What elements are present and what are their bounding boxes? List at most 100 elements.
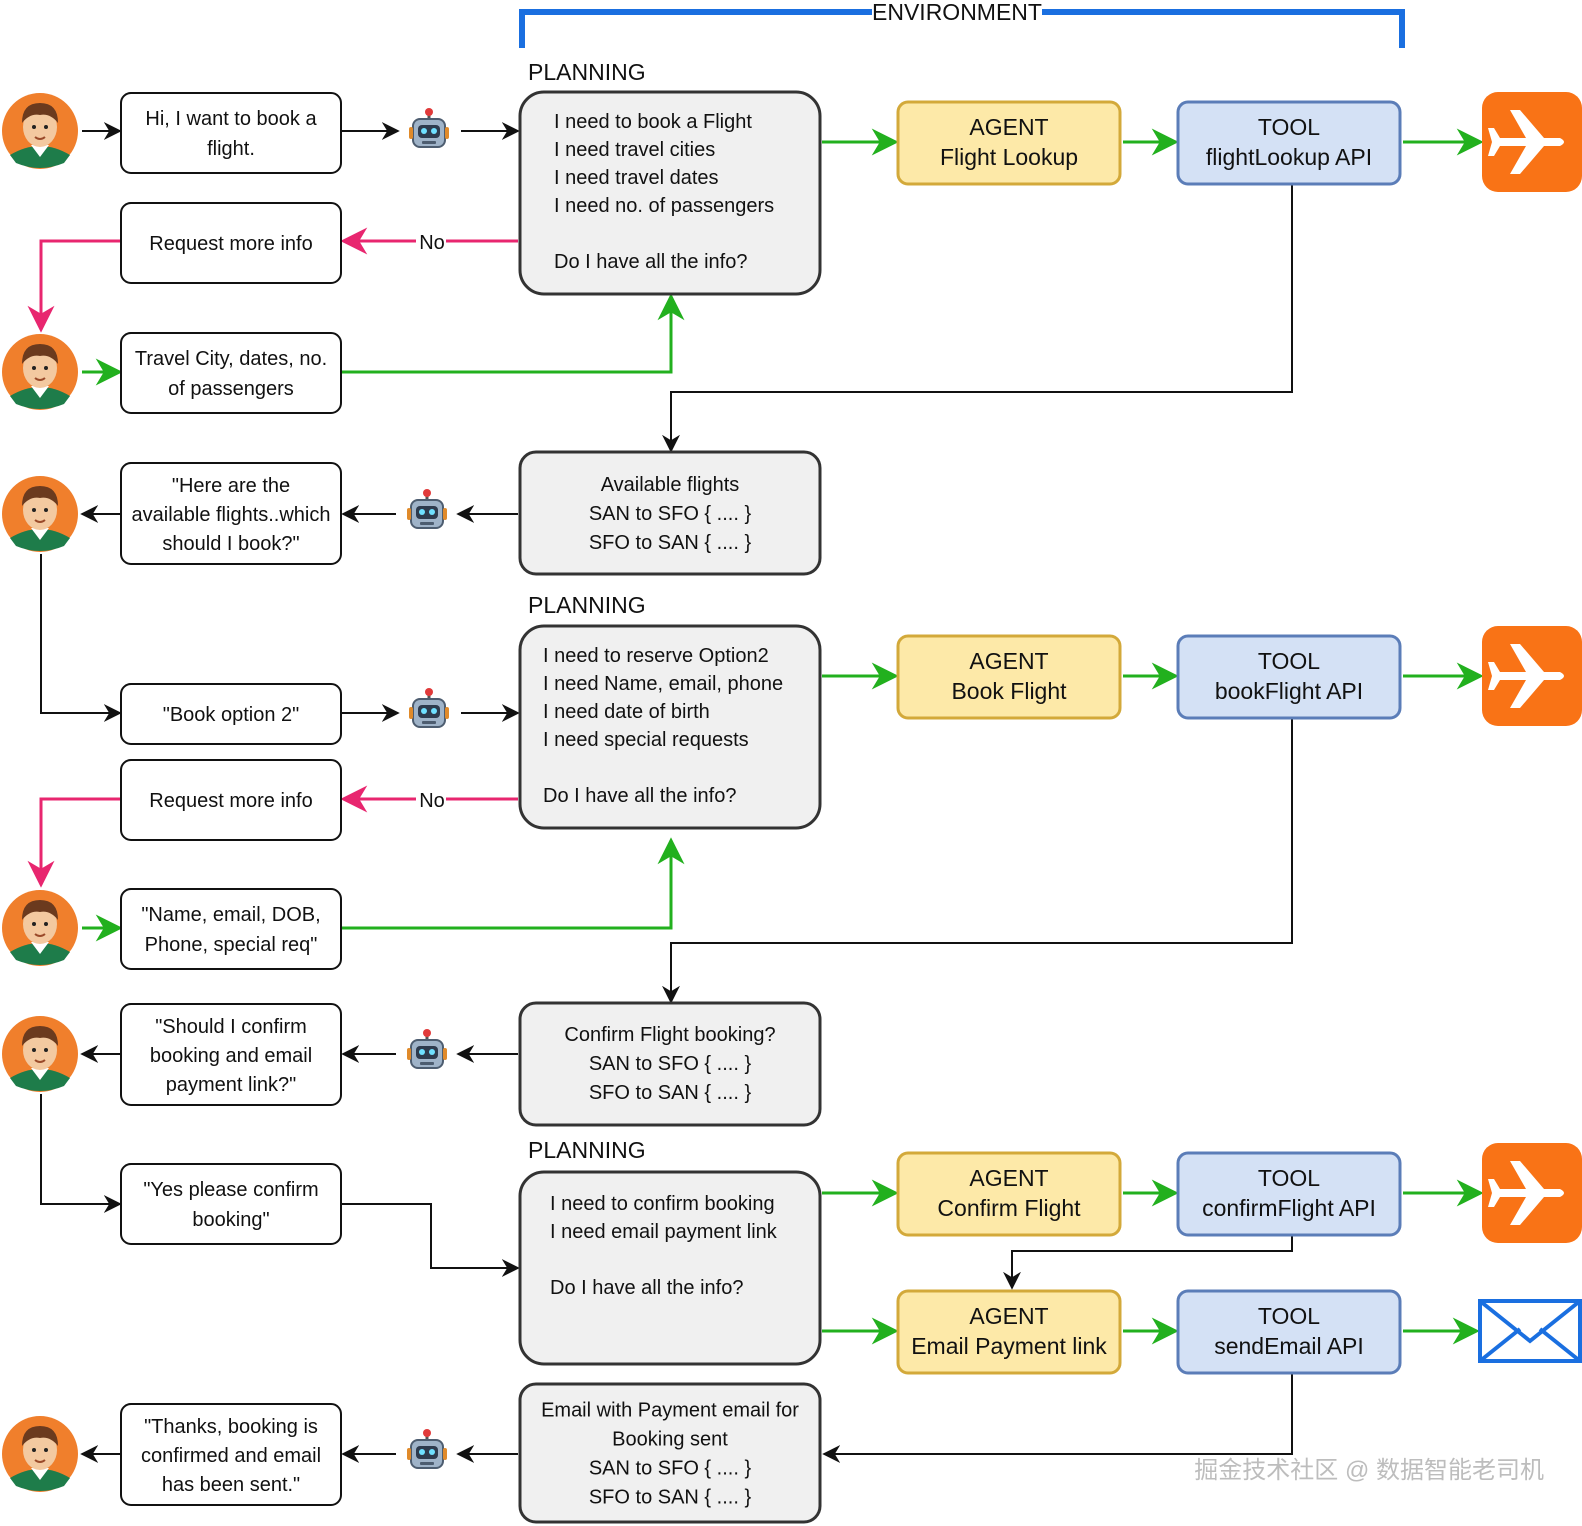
text-line: Book Flight [951, 678, 1067, 704]
text-line: payment link?" [166, 1074, 297, 1096]
user-avatar-icon [1, 475, 79, 553]
text-line: TOOL [1258, 648, 1320, 674]
airplane-icon [1482, 626, 1582, 726]
text-line: I need special requests [543, 729, 749, 751]
text-line: Confirm Flight [937, 1195, 1081, 1221]
text-line: I need to confirm booking [550, 1193, 775, 1215]
user-reply-box-1: Travel City, dates, no.of passengers [120, 332, 342, 414]
arrow-reply-to-planning-2 [341, 837, 685, 930]
text-line: Do I have all the info? [543, 785, 736, 807]
text-line: Booking sent [612, 1429, 728, 1451]
text-line: Email with Payment email for [541, 1400, 799, 1422]
bot-reply-box-2: "Should I confirm booking and email paymen… [120, 1003, 342, 1106]
arrow-request-to-planning-3 [341, 1203, 520, 1277]
text-line: I need date of birth [543, 701, 710, 723]
request-more-info-box-1: Request more info [120, 202, 342, 284]
bot-reply-box-3: "Thanks, booking is confirmed and email ha… [120, 1403, 342, 1506]
text-line: Available flights [601, 474, 740, 496]
planning-label-1: PLANNING [528, 59, 646, 85]
text-line: I need email payment link [550, 1221, 778, 1243]
user-avatar-icon [1, 889, 79, 967]
text-line: SAN to SFO { .... } [589, 1053, 752, 1075]
no-label-1: No [419, 232, 445, 254]
airplane-icon [1482, 92, 1582, 192]
text-line: confirmed and email [141, 1445, 321, 1467]
text-line: has been sent." [162, 1474, 300, 1496]
robot-icon [405, 487, 449, 530]
text-line: Phone, special req" [145, 934, 318, 956]
text-line: I need to book a Flight [554, 111, 752, 133]
environment-bracket: ENVIRONMENT [519, 0, 1405, 48]
user-request-box-2: "Book option 2" [120, 683, 342, 745]
text-line: "Should I confirm [155, 1016, 307, 1038]
user-avatar-icon [1, 333, 79, 411]
user-avatar-icon [1, 1415, 79, 1493]
text-line: Do I have all the info? [550, 1277, 743, 1299]
arrow-reply-to-planning-1 [341, 293, 685, 374]
text-line: AGENT [969, 648, 1048, 674]
planning-label-2: PLANNING [528, 592, 646, 618]
text-line: Email Payment link [911, 1333, 1107, 1359]
text-line: TOOL [1258, 114, 1320, 140]
text-line: available flights..which [132, 504, 331, 526]
text-line: I need no. of passengers [554, 195, 774, 217]
user-avatar-icon [1, 92, 79, 170]
svg-text:"Book option 2": "Book option 2" [163, 704, 300, 726]
svg-text:Confirm Flight booking?SAN to: Confirm Flight booking? SAN to SFO { ....… [564, 1024, 775, 1104]
text-line: booking" [192, 1209, 269, 1231]
text-line: Confirm Flight booking? [564, 1024, 775, 1046]
arrow-user-to-request-2 [40, 554, 122, 722]
user-avatar-icon [1, 1015, 79, 1093]
robot-icon [405, 1027, 449, 1070]
robot-icon [405, 1427, 449, 1470]
no-label-2: No [419, 790, 445, 812]
arrow-user-to-request-3 [40, 1094, 122, 1213]
arrow-tool-confirm-to-agent-email [1003, 1236, 1293, 1290]
planning-box-3: I need to confirm booking I need email pa… [518, 1170, 822, 1366]
user-request-box-3: "Yes please confirm booking" [120, 1163, 342, 1245]
environment-label: ENVIRONMENT [872, 0, 1042, 25]
email-envelope-icon [1478, 1299, 1582, 1363]
text-line: SAN to SFO { .... } [589, 503, 752, 525]
text-line: TOOL [1258, 1165, 1320, 1191]
planning-label-3: PLANNING [528, 1137, 646, 1163]
text-line: I need Name, email, phone [543, 673, 783, 695]
confirm-result-box: Confirm Flight booking? SAN to SFO { ....… [518, 1001, 822, 1127]
text-line: sendEmail API [1214, 1333, 1364, 1359]
arrow-tool-to-result-1 [662, 184, 1293, 453]
svg-text:Request more info: Request more info [149, 790, 312, 812]
text-line: SFO to SAN { .... } [589, 1487, 752, 1509]
text-line: "Name, email, DOB, [141, 904, 320, 926]
text-line: "Yes please confirm [143, 1179, 318, 1201]
text-line: booking and email [150, 1045, 312, 1067]
text-line: should I book?" [162, 533, 299, 555]
svg-text:Request more info: Request more info [149, 233, 312, 255]
arrow-request-more-to-user-2 [27, 797, 120, 888]
text-line: Do I have all the info? [554, 251, 747, 273]
text-line: Request more info [149, 233, 312, 255]
watermark: 掘金技术社区 @ 数据智能老司机 [1194, 1457, 1544, 1484]
text-line: "Thanks, booking is [144, 1416, 318, 1438]
text-line: of passengers [168, 378, 294, 400]
text-line: flightLookup API [1206, 144, 1372, 170]
